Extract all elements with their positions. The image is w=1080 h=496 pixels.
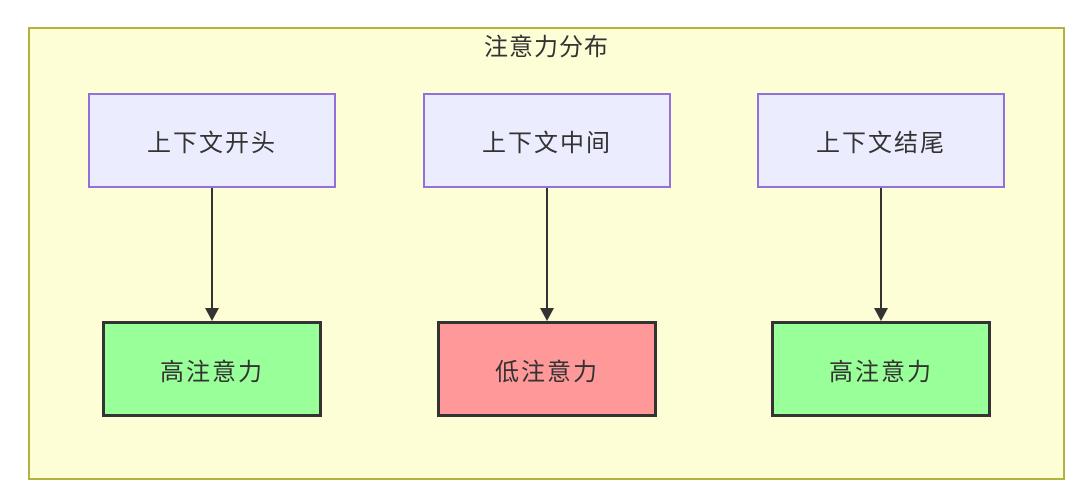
column-context-end: 上下文结尾 高注意力 bbox=[757, 93, 1005, 417]
arrow-line bbox=[211, 188, 213, 308]
column-context-start: 上下文开头 高注意力 bbox=[88, 93, 336, 417]
node-context-middle: 上下文中间 bbox=[423, 93, 671, 188]
arrow-head-icon bbox=[540, 308, 554, 321]
attention-distribution-group: 注意力分布 上下文开头 高注意力 上下文中间 低注意力 上下文结尾 高注意力 bbox=[28, 27, 1065, 480]
node-context-start: 上下文开头 bbox=[88, 93, 336, 188]
edge-arrow bbox=[874, 188, 888, 321]
node-high-attention-left: 高注意力 bbox=[102, 321, 322, 417]
node-high-attention-right: 高注意力 bbox=[771, 321, 991, 417]
edge-arrow bbox=[205, 188, 219, 321]
node-context-end: 上下文结尾 bbox=[757, 93, 1005, 188]
diagram-title: 注意力分布 bbox=[484, 34, 609, 61]
arrow-head-icon bbox=[205, 308, 219, 321]
arrow-line bbox=[546, 188, 548, 308]
edge-arrow bbox=[540, 188, 554, 321]
node-low-attention: 低注意力 bbox=[437, 321, 657, 417]
arrow-line bbox=[880, 188, 882, 308]
arrow-head-icon bbox=[874, 308, 888, 321]
column-context-middle: 上下文中间 低注意力 bbox=[423, 93, 671, 417]
